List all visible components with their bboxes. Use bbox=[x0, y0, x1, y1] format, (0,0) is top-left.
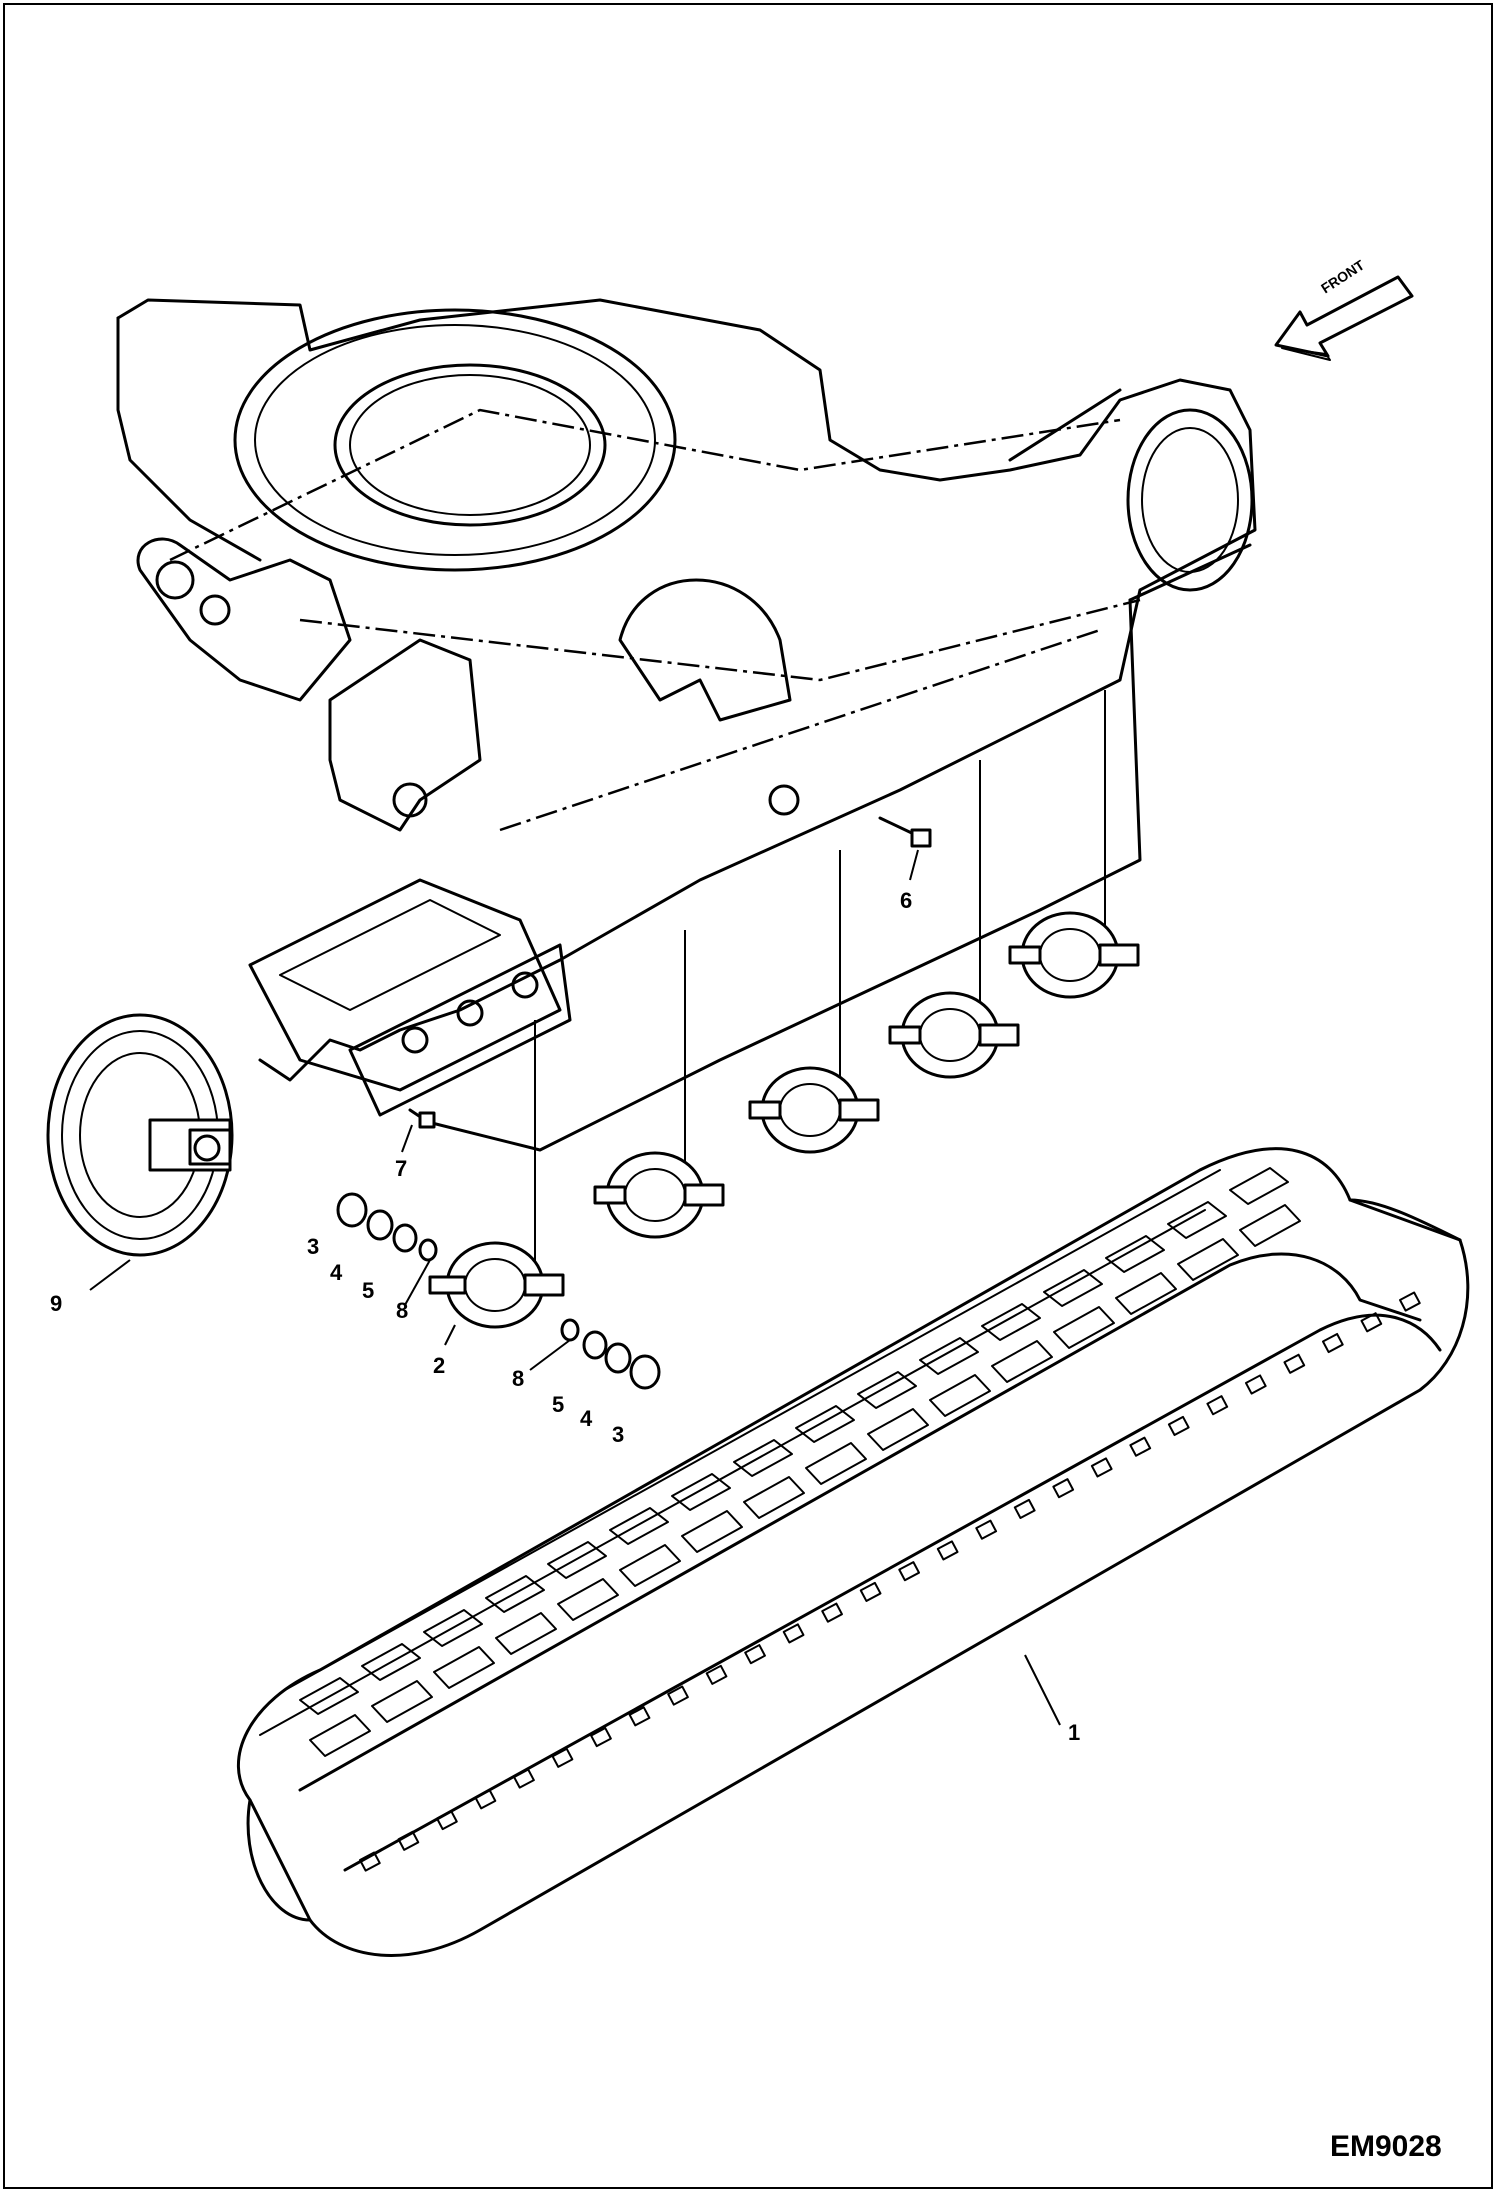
callout-leaders bbox=[89, 849, 1061, 1726]
track-roller-group bbox=[428, 911, 1140, 1329]
guide-lug bbox=[1013, 1498, 1036, 1520]
callout-5: 5 bbox=[362, 1278, 375, 1303]
guide-lug bbox=[436, 1810, 458, 1831]
tread-lug bbox=[423, 1609, 495, 1689]
callout-4: 4 bbox=[330, 1260, 343, 1285]
track-roller bbox=[888, 991, 1020, 1079]
guide-lug bbox=[628, 1706, 651, 1727]
guide-lug bbox=[551, 1747, 574, 1768]
guide-lug bbox=[975, 1519, 998, 1540]
hardware-stack-left bbox=[336, 1192, 438, 1262]
bolt-parts bbox=[408, 816, 932, 1129]
guide-lug bbox=[705, 1664, 728, 1685]
tread-lug bbox=[981, 1303, 1053, 1383]
front-direction-arrow bbox=[1274, 275, 1414, 361]
callout-5: 5 bbox=[552, 1392, 565, 1417]
guide-lug bbox=[859, 1581, 882, 1602]
guide-lug bbox=[936, 1540, 959, 1561]
guide-lug bbox=[744, 1644, 766, 1665]
rubber-track bbox=[237, 1147, 1470, 1957]
guide-lug bbox=[1399, 1291, 1421, 1312]
guide-lug bbox=[474, 1789, 497, 1810]
guide-lug bbox=[898, 1561, 921, 1582]
drawing-code: EM9028 bbox=[1330, 2130, 1442, 2163]
guide-lug bbox=[1129, 1436, 1152, 1457]
guide-lug bbox=[1360, 1312, 1383, 1333]
drawing-frame bbox=[3, 3, 1493, 2189]
tread-lug bbox=[547, 1541, 619, 1621]
front-idler bbox=[46, 1013, 234, 1257]
tread-lug bbox=[299, 1677, 371, 1757]
guide-lug bbox=[1283, 1353, 1306, 1374]
roller-leader-lines bbox=[534, 690, 1106, 1280]
callout-1: 1 bbox=[1068, 1720, 1081, 1745]
guide-lug bbox=[397, 1830, 420, 1851]
track-frame bbox=[116, 298, 1257, 1152]
tread-lug bbox=[857, 1371, 929, 1451]
tread-lug bbox=[919, 1337, 991, 1417]
callout-2: 2 bbox=[433, 1353, 446, 1378]
callout-8: 8 bbox=[396, 1298, 409, 1323]
guide-lug bbox=[358, 1851, 381, 1872]
guide-lug bbox=[513, 1768, 535, 1789]
tread-lug bbox=[1043, 1269, 1115, 1349]
guide-lug bbox=[667, 1685, 689, 1706]
track-roller bbox=[748, 1066, 880, 1154]
tread-lug bbox=[1229, 1167, 1301, 1247]
guide-lug bbox=[1090, 1457, 1113, 1478]
guide-lug bbox=[1321, 1332, 1344, 1354]
tread-lug bbox=[733, 1439, 805, 1519]
guide-lug bbox=[1206, 1395, 1229, 1416]
callout-9: 9 bbox=[50, 1291, 63, 1316]
callout-7: 7 bbox=[395, 1156, 408, 1181]
guide-lug bbox=[1052, 1478, 1075, 1499]
tread-lug bbox=[1105, 1235, 1177, 1315]
track-roller bbox=[593, 1151, 725, 1239]
tread-lug bbox=[795, 1405, 867, 1485]
callout-3: 3 bbox=[307, 1234, 320, 1259]
guide-lug bbox=[821, 1602, 843, 1623]
track-tread-lugs bbox=[299, 1167, 1301, 1757]
tread-lug bbox=[485, 1575, 557, 1655]
guide-lug bbox=[782, 1623, 805, 1644]
tread-lug bbox=[671, 1473, 743, 1553]
callout-6: 6 bbox=[900, 888, 913, 913]
tread-lug bbox=[609, 1507, 681, 1587]
guide-lug bbox=[1244, 1374, 1267, 1395]
callout-4: 4 bbox=[580, 1406, 593, 1431]
tread-lug bbox=[1167, 1201, 1239, 1281]
callout-3: 3 bbox=[612, 1422, 625, 1447]
callout-8: 8 bbox=[512, 1366, 525, 1391]
hardware-stack-right bbox=[560, 1318, 661, 1390]
track-roller bbox=[428, 1241, 565, 1329]
track-guide-lugs bbox=[358, 1291, 1421, 1872]
tread-lug bbox=[361, 1643, 433, 1723]
guide-lug bbox=[1167, 1415, 1190, 1437]
guide-lug bbox=[590, 1727, 612, 1748]
track-roller bbox=[1008, 911, 1140, 999]
